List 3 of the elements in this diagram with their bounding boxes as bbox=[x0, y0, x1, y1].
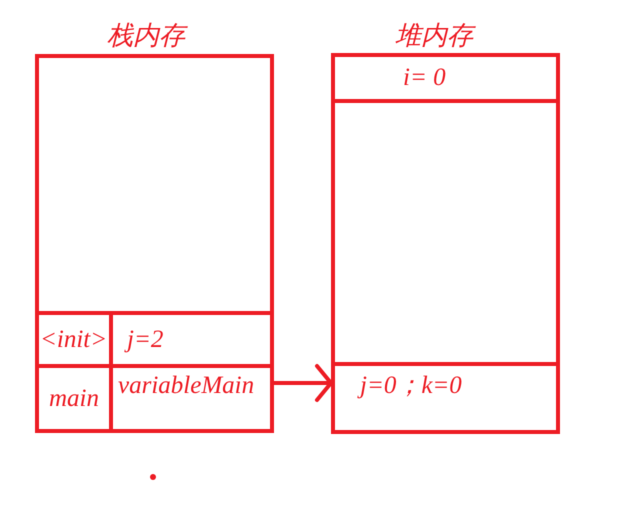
heap-block bbox=[331, 20, 560, 434]
stack-block bbox=[35, 20, 274, 433]
arrow bbox=[274, 364, 333, 402]
